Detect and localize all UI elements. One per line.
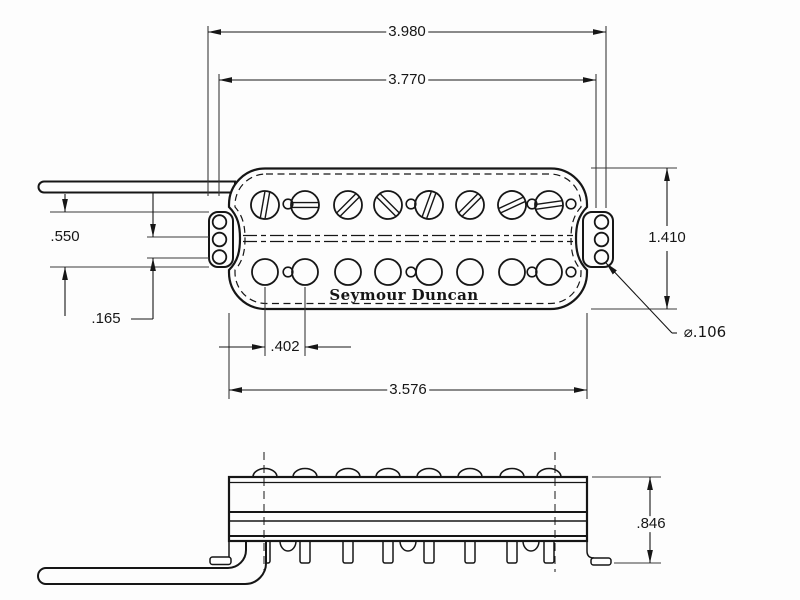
dim-pole-spacing-label: .402: [268, 338, 302, 356]
screw-pole-tails: [259, 537, 555, 564]
brand-logo-text: Seymour Duncan: [329, 286, 479, 304]
dim-tab-offset-label: .165: [89, 310, 123, 328]
side-body-lamination-lines: [229, 481, 587, 537]
dim-tab-height-label: .550: [48, 228, 82, 246]
slug-dome-bottoms: [279, 540, 540, 552]
dimension-arrows: [62, 29, 677, 563]
mounting-holes: [211, 214, 610, 265]
pickup-top-view: [37, 167, 614, 311]
dimension-lines: [50, 26, 677, 564]
mounting-flange-right: [586, 541, 612, 566]
dim-overall-length-label: 3.980: [386, 23, 428, 41]
mounting-flange-left: [209, 541, 232, 566]
lead-wire-side: [37, 540, 268, 586]
side-centerlines: [263, 452, 556, 572]
dim-body-length-label: 3.576: [387, 381, 429, 399]
screw-poles: [250, 190, 564, 220]
screw-head-bumps: [252, 467, 562, 478]
dim-frame-length-label: 3.770: [386, 71, 428, 89]
side-body-outline: [227, 475, 589, 543]
top-body-hidden-line: [234, 173, 582, 305]
dim-body-height-label: 1.410: [646, 229, 688, 247]
dim-mounting-hole-diameter-label: ⌀.106: [681, 323, 729, 342]
lead-wire-top: [37, 180, 236, 194]
extension-lines: [50, 26, 677, 564]
small-holes: [282, 198, 577, 278]
bobbin-split-lines: [243, 234, 573, 243]
pickup-side-view: [37, 452, 612, 586]
dim-side-height-label: .846: [634, 515, 668, 533]
